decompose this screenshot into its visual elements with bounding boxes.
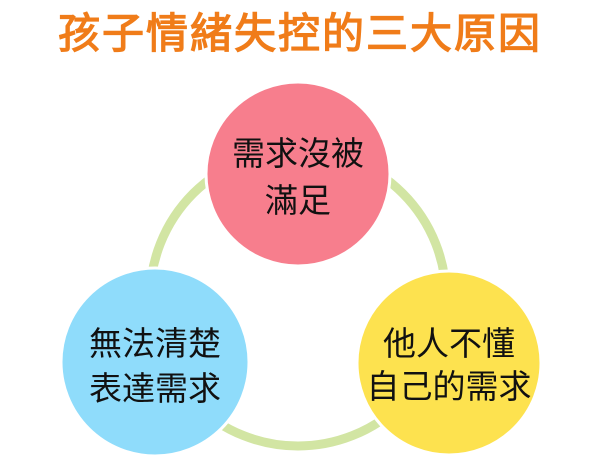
node-top: 需求沒被 滿足 [204, 80, 392, 268]
node-top-line-2: 滿足 [265, 181, 331, 220]
node-right-circle [355, 269, 543, 457]
node-right: 他人不懂 自己的需求 [355, 269, 543, 457]
node-top-circle [204, 80, 392, 268]
node-right-line-2: 自己的需求 [367, 367, 532, 406]
node-right-line-1: 他人不懂 [383, 324, 515, 363]
node-top-line-1: 需求沒被 [232, 134, 364, 173]
diagram-title: 孩子情緒失控的三大原因 [57, 9, 542, 58]
node-left-line-2: 表達需求 [89, 369, 221, 408]
node-left-circle [59, 266, 251, 458]
node-left-line-1: 無法清楚 [89, 324, 221, 363]
node-left: 無法清楚 表達需求 [59, 266, 251, 458]
